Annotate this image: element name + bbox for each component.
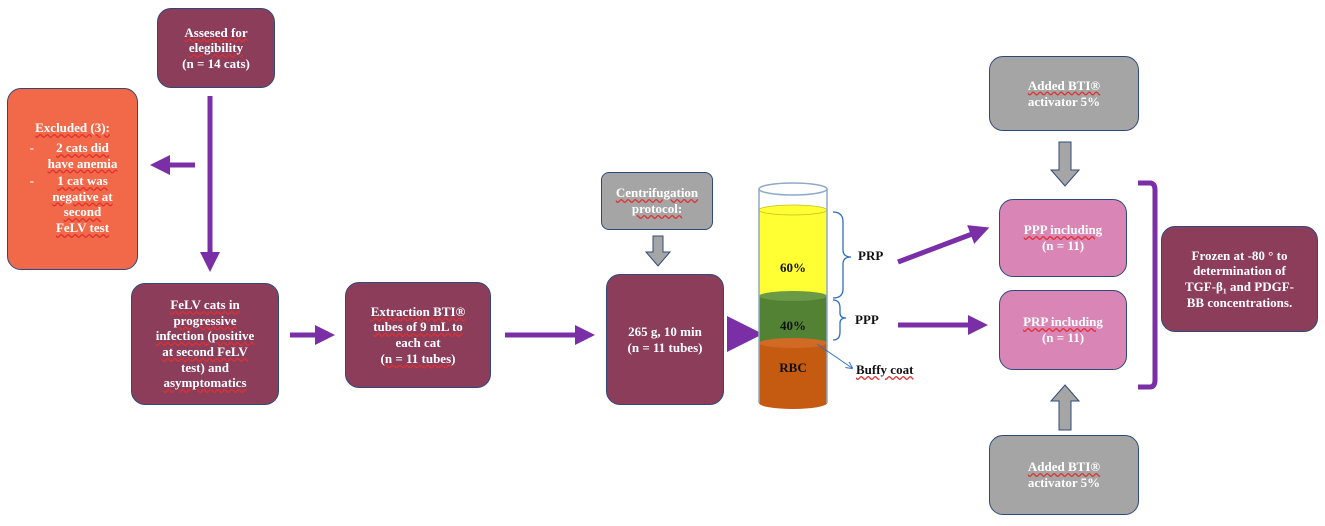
tube-label-rbc: RBC bbox=[779, 360, 807, 375]
spin-box: 265 g, 10 min (n = 11 tubes) bbox=[606, 274, 724, 405]
assessed-line2: elegibility bbox=[188, 40, 244, 56]
tube-label-40: 40% bbox=[780, 318, 806, 333]
centrifugation-box: Centrifugation protocol: bbox=[601, 172, 713, 230]
activator-top-box: Added BTI® activator 5% bbox=[989, 56, 1139, 131]
excluded-list: 2 cats did have anemia 1 cat was negativ… bbox=[22, 140, 124, 238]
excluded-box: Excluded (3): 2 cats did have anemia 1 c… bbox=[7, 88, 138, 270]
brace-ppp bbox=[832, 299, 847, 341]
activator-bottom-box: Added BTI® activator 5% bbox=[989, 435, 1139, 515]
arrow-activator-bottom-up bbox=[1049, 384, 1081, 431]
extraction-box: Extraction BTI® tubes of 9 mL to each ca… bbox=[345, 282, 491, 388]
assessed-box: Assesed for elegibility (n = 14 cats) bbox=[157, 8, 275, 88]
frozen-box: Frozen at -80 ° to determination of TGF-… bbox=[1161, 226, 1318, 332]
tube-layer-yellow bbox=[759, 210, 827, 296]
excluded-item: 2 cats did have anemia bbox=[28, 140, 118, 171]
label-prp: PRP bbox=[858, 248, 884, 263]
arrow-prp-to-ppp-box bbox=[897, 225, 990, 265]
felv-cats-box: FeLV cats in progressive infection (posi… bbox=[131, 283, 279, 405]
arrow-centrifugation-down bbox=[644, 235, 672, 267]
assessed-line3: (n = 14 cats) bbox=[182, 55, 250, 71]
tube-layer-rbc bbox=[759, 343, 827, 409]
bracket-samples bbox=[1138, 180, 1158, 390]
tube-rim bbox=[758, 182, 828, 196]
label-ppp: PPP bbox=[855, 312, 879, 327]
assessed-line1: Assesed for bbox=[184, 24, 248, 40]
excluded-item: 1 cat was negative at second FeLV test bbox=[28, 173, 118, 235]
prp-including-box: PRP including (n = 11) bbox=[999, 290, 1127, 370]
label-buffy-coat: Buffy coat bbox=[856, 362, 914, 377]
tube-label-60: 60% bbox=[780, 260, 806, 275]
excluded-title: Excluded (3): bbox=[35, 120, 110, 136]
ppp-including-box: PPP including (n = 11) bbox=[999, 199, 1127, 277]
buffy-pointer bbox=[816, 343, 852, 368]
arrow-activator-top-down bbox=[1049, 141, 1081, 187]
brace-prp bbox=[832, 211, 852, 299]
tube-layer-green bbox=[759, 296, 827, 343]
